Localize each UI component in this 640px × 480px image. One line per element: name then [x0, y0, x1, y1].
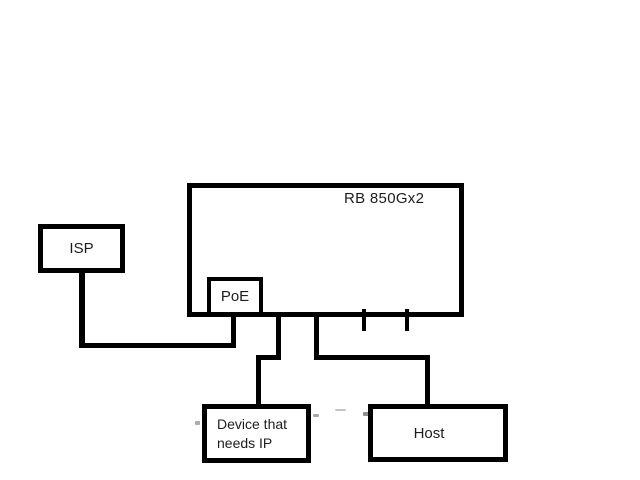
- smudge-mark: [335, 409, 346, 411]
- wire-router-to-device-drop: [276, 314, 281, 360]
- router-port-stub-1: [362, 309, 366, 331]
- wire-router-to-device-jog: [256, 355, 281, 360]
- router-label: RB 850Gx2: [344, 190, 425, 207]
- device-box: Device that needs IP: [202, 404, 311, 463]
- wire-isp-to-poe: [231, 314, 236, 348]
- wire-isp-horizontal: [79, 343, 236, 348]
- smudge-mark: [195, 421, 200, 425]
- router-port-stub-2: [405, 309, 409, 331]
- isp-box: ISP: [38, 224, 125, 273]
- smudge-mark: [313, 414, 319, 417]
- device-label: Device that needs IP: [217, 416, 288, 451]
- smudge-mark: [363, 412, 370, 416]
- wire-isp-drop: [79, 270, 85, 348]
- host-label: Host: [413, 424, 445, 442]
- host-box: Host: [368, 404, 508, 462]
- wire-router-to-device-entry: [256, 355, 261, 407]
- poe-label: PoE: [220, 288, 250, 305]
- wire-router-to-host-entry: [425, 355, 430, 407]
- wire-router-to-host-drop: [314, 314, 319, 360]
- isp-label: ISP: [69, 240, 94, 257]
- wire-router-to-host-horizontal: [314, 355, 430, 360]
- poe-port-box: PoE: [207, 277, 263, 316]
